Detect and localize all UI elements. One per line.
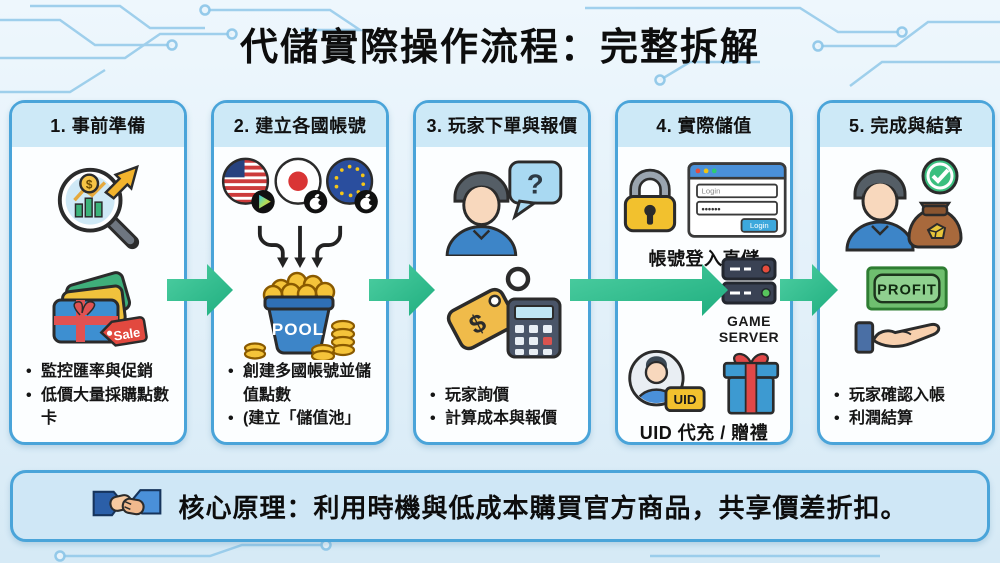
bullet-item: 玩家詢價 [430,384,578,407]
step5-bullets: 玩家確認入帳 利潤結算 [820,384,992,431]
profit-label: PROFIT [877,282,937,298]
step2-header: 2. 建立各國帳號 [214,103,386,147]
flow-arrow-4-5 [780,264,838,316]
flow-arrow-3-4-to-server [570,264,728,316]
login-button-label: Login [750,221,769,230]
game-server-block: GAME SERVER [714,257,784,345]
step-card-5: 5. 完成與結算 PROFIT [817,100,995,445]
step-card-2: 2. 建立各國帳號 [211,100,389,445]
game-server-label-line2: SERVER [718,329,780,346]
step-card-4: 4. 實際儲值 Login •••••• Login 帳號登入直 [615,100,793,445]
core-principle-banner: 核心原理：利用時機與低成本購買官方商品，共享價差折扣。 [10,470,990,542]
bullet-item: 創建多國帳號並儲值點數 [228,360,376,406]
step4-header: 4. 實際儲值 [618,103,790,147]
bullet-item: 監控匯率與促銷 [26,360,174,383]
step3-bullets: 玩家詢價 計算成本與報價 [416,384,588,431]
page-title: 代儲實際操作流程：完整拆解 [239,27,760,69]
game-server-label-line1: GAME [727,313,771,329]
login-window-icon: Login •••••• Login [687,162,787,238]
question-mark-glyph: ? [527,168,544,199]
step1-header: 1. 事前準備 [12,103,184,147]
bullet-item: 利潤結算 [834,407,982,430]
step5-header: 5. 完成與結算 [820,103,992,147]
core-principle-text: 核心原理：利用時機與低成本購買官方商品，共享價差折扣。 [178,492,908,523]
bullet-item: (建立「儲值池」 [228,407,376,430]
flow-arrow-1-2 [167,264,233,316]
step-card-1: 1. 事前準備 $ [9,100,187,445]
player-question-icon: ? [436,157,568,257]
price-tag-calculator-icon: $ [436,261,568,361]
step2-bullets: 創建多國帳號並儲值點數 (建立「儲值池」 [214,360,386,430]
login-direct-topup-icons: Login •••••• Login [618,161,790,239]
pool-label: POOL [272,320,324,339]
country-flags-icon [219,155,381,225]
bullet-item: 低價大量採購點數卡 [26,384,174,430]
avatar-uid-icon: UID [628,350,706,413]
bullet-item: 玩家確認入帳 [834,384,982,407]
coin-dollar-glyph: $ [86,178,93,191]
server-icon [721,257,777,305]
uid-topup-label: UID 代充 / 贈禮 [639,423,769,443]
step1-bullets: 監控匯率與促銷 低價大量採購點數卡 [12,360,184,430]
step-card-3: 3. 玩家下單與報價 ? $ [413,100,591,445]
converge-arrows-icon [240,225,360,268]
flow-arrow-2-3 [369,264,435,316]
padlock-icon [623,168,677,233]
handshake-icon [93,489,162,517]
sale-tag-label: Sale [113,325,142,344]
gift-cards-sale-icon: Sale [46,267,150,359]
confirmed-player-moneybag-icon [839,155,973,257]
password-dots-text: •••••• [702,204,721,214]
login-field-text: Login [702,187,721,196]
gift-box-icon [722,352,780,415]
uid-gift-icons: UID [618,347,790,417]
profit-hand-icon: PROFIT [845,261,967,361]
bullet-item: 計算成本與報價 [430,407,578,430]
market-analysis-icon: $ [50,157,146,259]
step3-header: 3. 玩家下單與報價 [416,103,588,147]
coin-pool-icon: POOL [239,269,361,360]
uid-tag-label: UID [674,392,697,407]
